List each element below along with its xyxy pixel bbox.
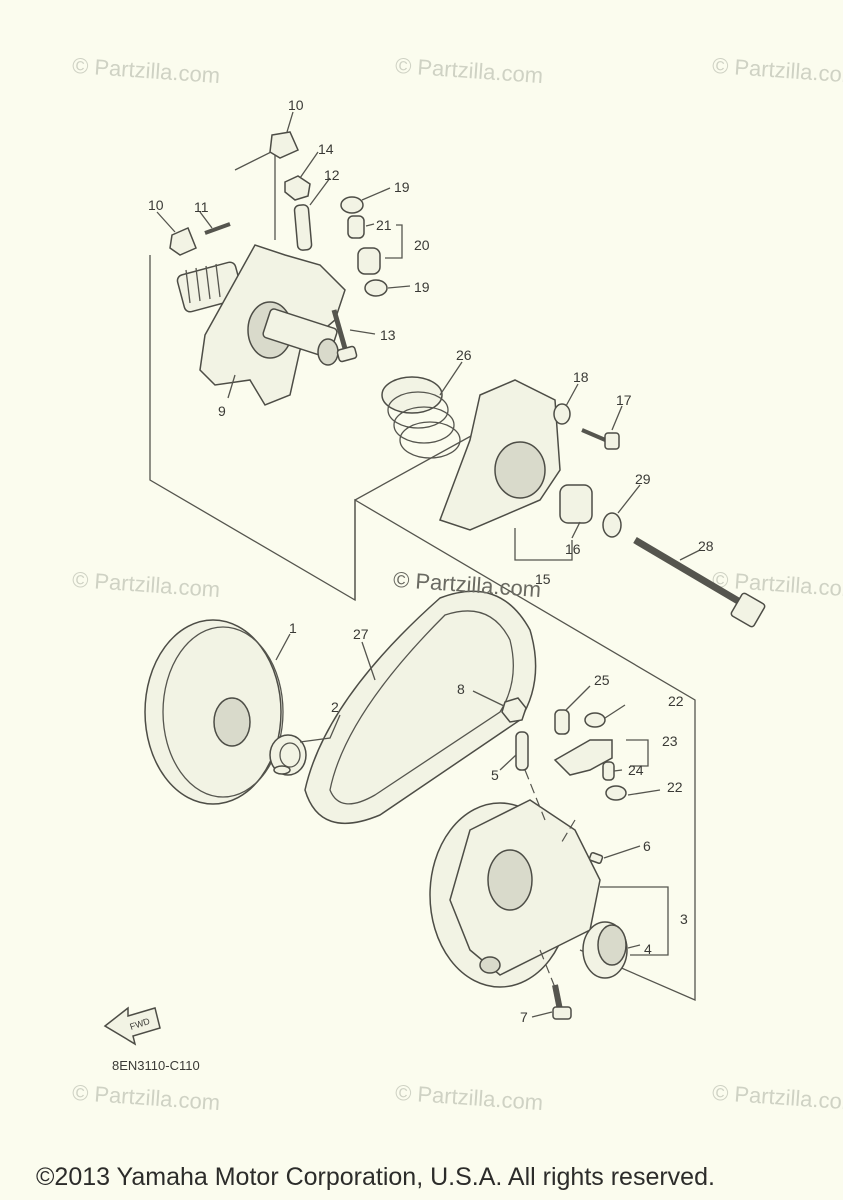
callout-14: 14 <box>318 141 334 157</box>
callout-3: 3 <box>680 911 688 927</box>
part-28-bolt <box>633 536 766 628</box>
callout-29: 29 <box>635 471 651 487</box>
part-26-spring <box>381 376 461 459</box>
part-16-bushing <box>559 484 593 524</box>
callout-13: 13 <box>380 327 396 343</box>
part-20-roller <box>357 247 381 275</box>
part-13-bolt <box>331 309 358 363</box>
assembly-centerline <box>559 819 576 846</box>
callout-22b: 22 <box>667 779 683 795</box>
callout-23: 23 <box>662 733 678 749</box>
callout-22a: 22 <box>668 693 684 709</box>
part-10-slider <box>269 131 299 159</box>
callout-9: 9 <box>218 403 226 419</box>
part-27-v-belt <box>304 590 537 825</box>
callout-19b: 19 <box>414 279 430 295</box>
part-10-slider <box>169 227 197 256</box>
copyright-notice: ©2013 Yamaha Motor Corporation, U.S.A. A… <box>36 1163 715 1191</box>
callout-11: 11 <box>194 199 209 215</box>
group-bracket-15 <box>514 528 573 561</box>
part-3-secondary-sheave <box>429 799 601 988</box>
part-9-fixed-sheave <box>176 244 346 406</box>
callout-20: 20 <box>414 237 430 253</box>
part-6-screw <box>588 852 604 864</box>
callout-6: 6 <box>643 838 651 854</box>
part-19-washer <box>340 196 364 214</box>
part-25-pin <box>554 709 570 735</box>
forward-arrow-icon: FWD <box>103 1006 161 1046</box>
assembly-centerline <box>524 769 546 821</box>
part-22-nut <box>584 712 606 728</box>
part-7-bolt <box>552 984 572 1020</box>
part-17-bolt <box>581 428 620 450</box>
part-4-bushing <box>582 921 628 979</box>
callout-1: 1 <box>289 620 297 636</box>
callout-2: 2 <box>331 699 339 715</box>
callout-10a: 10 <box>288 97 304 113</box>
callout-21: 21 <box>376 217 392 233</box>
part-23-arm <box>553 739 613 776</box>
callout-12: 12 <box>324 167 340 183</box>
callout-5: 5 <box>491 767 499 783</box>
part-19-washer <box>364 279 388 297</box>
leader-lines <box>156 111 701 1018</box>
part-22-nut <box>605 785 627 801</box>
part-8-nut <box>501 697 527 723</box>
assembly-outline-lower <box>354 498 696 1001</box>
callout-26: 26 <box>456 347 472 363</box>
part-11-pin <box>204 222 231 235</box>
part-18-washer <box>553 403 571 425</box>
assembly-outline-top <box>234 148 276 240</box>
callout-19a: 19 <box>394 179 410 195</box>
part-14-nut <box>284 175 311 201</box>
part-24-collar <box>602 761 615 781</box>
callout-7: 7 <box>520 1009 528 1025</box>
part-15-spider-cap <box>439 379 561 531</box>
part-5-pin <box>515 731 529 771</box>
callout-28: 28 <box>698 538 714 554</box>
callout-18: 18 <box>573 369 589 385</box>
part-1-sliding-sheave <box>144 619 284 805</box>
callout-4: 4 <box>644 941 652 957</box>
callout-10b: 10 <box>148 197 164 213</box>
callout-15: 15 <box>535 571 551 587</box>
part-21-collar <box>347 215 365 239</box>
catalog-code: 8EN3110-C110 <box>112 1058 200 1073</box>
callout-24: 24 <box>628 762 644 778</box>
part-12-collar <box>293 204 313 251</box>
callout-16: 16 <box>565 541 581 557</box>
part-2-bushing <box>269 734 307 776</box>
assembly-centerline <box>539 949 561 1001</box>
callout-25: 25 <box>594 672 610 688</box>
callout-8: 8 <box>457 681 465 697</box>
callout-17: 17 <box>616 392 632 408</box>
callout-27: 27 <box>353 626 369 642</box>
part-29-washer <box>602 512 622 538</box>
